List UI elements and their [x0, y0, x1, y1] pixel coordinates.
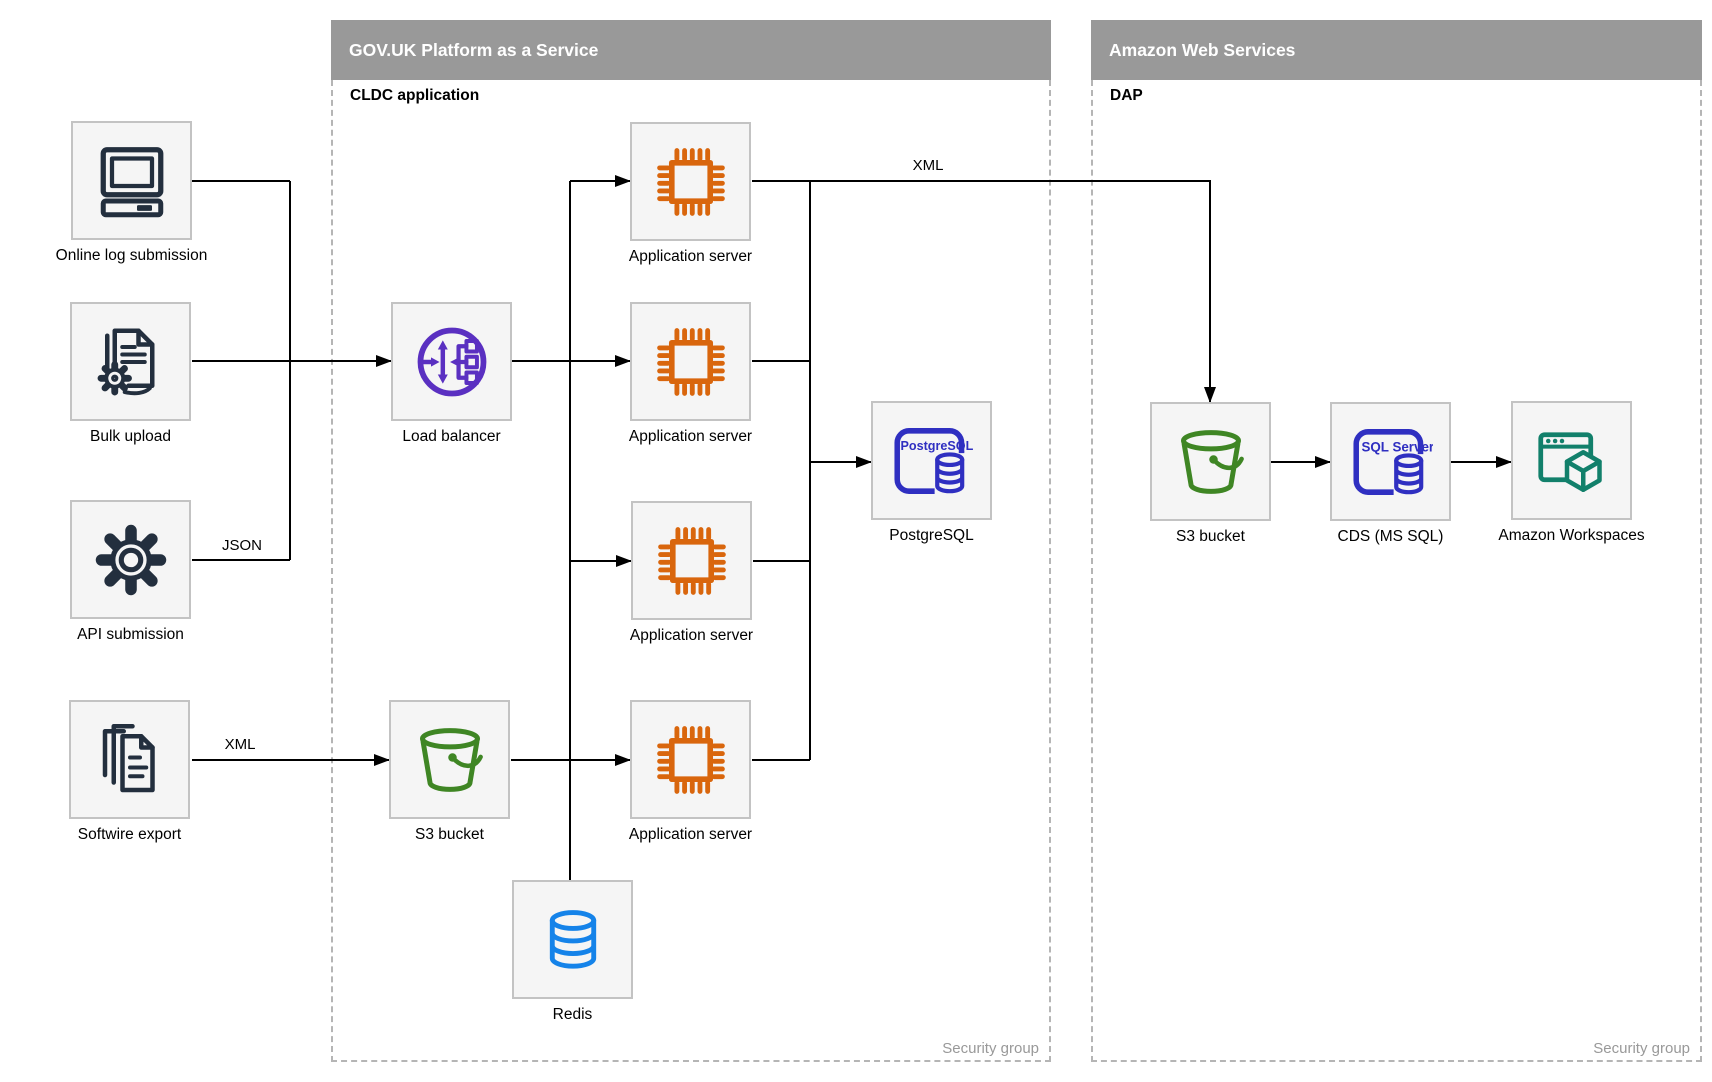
node-label: Bulk upload	[89, 428, 172, 445]
redis-database-icon	[549, 909, 596, 969]
node-box	[69, 700, 190, 819]
node-box	[71, 121, 192, 240]
node-label: S3 bucket	[1176, 528, 1245, 545]
document-gear-icon	[97, 328, 154, 395]
node-label: Amazon Workspaces	[1498, 527, 1645, 544]
node-label: CDS (MS SQL)	[1337, 528, 1444, 545]
node-cds-ms-sql: SQL Server CDS (MS SQL)	[1330, 402, 1451, 545]
postgresql-icon: PostgreSQL	[893, 427, 973, 495]
govuk-group-title: GOV.UK Platform as a Service	[349, 40, 599, 60]
edge-app-collector	[752, 181, 811, 761]
aws-group-sublabel: DAP	[1110, 87, 1143, 104]
govuk-security-group-label: Security group	[942, 1040, 1039, 1057]
chip-icon	[656, 725, 725, 794]
node-label: Application server	[628, 248, 753, 265]
node-bulk-upload: Bulk upload	[70, 302, 191, 445]
node-label: Redis	[552, 1006, 593, 1023]
node-box	[630, 122, 751, 241]
node-amazon-workspaces: Amazon Workspaces	[1498, 401, 1645, 544]
node-api-submission: API submission	[70, 500, 191, 643]
sql-server-icon: SQL Server	[1352, 428, 1433, 496]
node-box	[631, 501, 752, 620]
stacked-documents-icon	[102, 723, 155, 792]
aws-group-body	[1091, 80, 1702, 1062]
govuk-group-sublabel: CLDC application	[350, 87, 480, 104]
node-redis: Redis	[512, 880, 633, 1023]
node-box	[512, 880, 633, 999]
aws-group-title: Amazon Web Services	[1109, 40, 1296, 60]
node-label: Application server	[629, 627, 754, 644]
xml-softwire-edge-label: XML	[224, 736, 256, 753]
node-s3-bucket-govuk: S3 bucket	[389, 700, 510, 843]
postgresql-icon-text: PostgreSQL	[900, 438, 973, 452]
computer-icon	[100, 146, 163, 217]
node-label: Load balancer	[402, 428, 501, 445]
node-label: Softwire export	[77, 826, 182, 843]
node-box	[630, 700, 751, 819]
load-balancer-icon	[417, 327, 486, 396]
node-box	[70, 302, 191, 421]
sql-server-icon-text: SQL Server	[1361, 439, 1433, 454]
s3-bucket-icon	[1180, 429, 1244, 494]
s3-bucket-icon	[419, 727, 483, 792]
node-label: API submission	[77, 626, 184, 643]
node-box	[391, 302, 512, 421]
aws-group-header: Amazon Web Services	[1091, 20, 1702, 80]
chip-icon	[657, 526, 726, 595]
node-application-server-2: Application server	[629, 302, 752, 445]
node-label: PostgreSQL	[889, 527, 974, 544]
node-load-balancer: Load balancer	[391, 302, 512, 445]
node-box	[70, 500, 191, 619]
workspaces-icon	[1537, 431, 1602, 492]
xml-app-edge-label: XML	[912, 157, 944, 174]
node-box	[389, 700, 510, 819]
node-box	[1511, 401, 1632, 520]
node-postgresql: PostgreSQL PostgreSQL	[871, 401, 992, 544]
node-box	[630, 302, 751, 421]
json-edge-label: JSON	[221, 537, 263, 554]
node-application-server-3: Application server	[630, 501, 753, 644]
node-s3-bucket-aws: S3 bucket	[1150, 402, 1271, 545]
node-softwire-export: Softwire export	[69, 700, 190, 843]
gear-icon	[95, 524, 166, 595]
node-box	[1150, 402, 1271, 521]
node-online-log-submission: Online log submission	[56, 121, 207, 264]
edge-xml-to-aws-s3	[752, 180, 1216, 403]
chip-icon	[656, 327, 725, 396]
node-application-server-1: Application server	[629, 122, 752, 265]
node-box: PostgreSQL	[871, 401, 992, 520]
node-application-server-4: Application server	[629, 700, 752, 843]
node-box: SQL Server	[1330, 402, 1451, 521]
node-label: Application server	[628, 826, 753, 843]
aws-security-group-label: Security group	[1593, 1040, 1690, 1057]
govuk-group-body	[331, 80, 1051, 1062]
node-label: Online log submission	[55, 247, 208, 264]
chip-icon	[656, 147, 725, 216]
node-label: Application server	[628, 428, 753, 445]
node-label: S3 bucket	[415, 826, 484, 843]
govuk-group-header: GOV.UK Platform as a Service	[331, 20, 1051, 80]
edge-sources-merge	[192, 180, 291, 561]
